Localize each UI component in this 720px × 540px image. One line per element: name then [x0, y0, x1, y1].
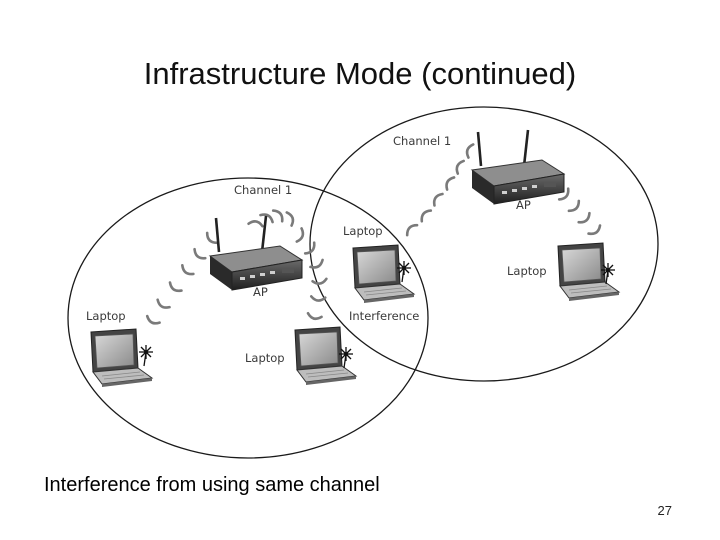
slide-title: Infrastructure Mode (continued): [143, 56, 577, 91]
laptop-icon: [90, 328, 153, 388]
right-laptop-label: Laptop: [507, 264, 547, 278]
left-channel-label: Channel 1: [234, 183, 292, 197]
overlap-laptop-label: Laptop: [343, 224, 383, 238]
signal-wave-icon: [557, 187, 604, 238]
page-number: 27: [657, 503, 672, 518]
interference-label: Interference: [349, 309, 419, 323]
access-point-icon: [208, 214, 304, 292]
signal-wave-icon: [403, 141, 475, 237]
laptop-icon: [294, 326, 357, 386]
wifi-interference-diagram: Channel 1 Channel 1 AP AP Laptop Laptop …: [67, 106, 659, 459]
left-laptop-label: Laptop: [86, 309, 126, 323]
right-coverage-circle: [309, 106, 659, 382]
wireless-burst-icon: [138, 344, 154, 367]
bottom-laptop-label: Laptop: [245, 351, 285, 365]
right-channel-label: Channel 1: [393, 134, 451, 148]
slide-caption: Interference from using same channel: [44, 474, 380, 496]
left-ap-label: AP: [253, 285, 268, 299]
signal-wave-icon: [144, 231, 219, 328]
left-coverage-circle: [67, 177, 429, 459]
signal-wave-icon: [247, 207, 297, 228]
laptop-icon: [352, 244, 415, 304]
right-ap-label: AP: [516, 198, 531, 212]
access-point-icon: [470, 128, 566, 206]
